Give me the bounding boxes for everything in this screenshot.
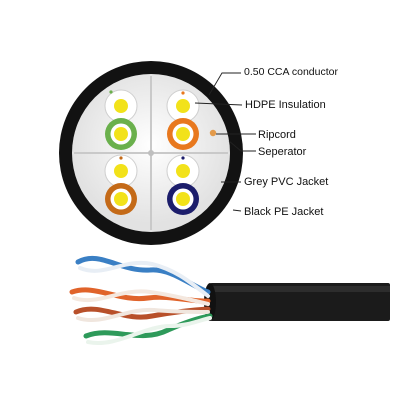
label-ripcord: Ripcord xyxy=(258,129,296,141)
twisted-pair-orange xyxy=(166,89,200,150)
leader-lines xyxy=(194,72,256,212)
cable-cross-section xyxy=(59,61,243,245)
wire-green-pair xyxy=(83,313,213,346)
wire-blue-pair xyxy=(75,255,211,298)
twisted-pair-brown xyxy=(104,154,138,215)
cable-illustration xyxy=(69,255,390,346)
label-insulation: HDPE Insulation xyxy=(245,99,326,111)
twisted-pair-green xyxy=(104,89,138,150)
wire-brown-pair xyxy=(73,306,211,323)
label-conductor: 0.50 CCA conductor xyxy=(244,66,338,78)
wire-orange-pair xyxy=(69,287,211,306)
label-separator: Seperator xyxy=(258,146,307,158)
twisted-pair-blue xyxy=(166,154,200,215)
label-grey-jacket: Grey PVC Jacket xyxy=(244,176,329,188)
ripcord xyxy=(209,129,217,137)
label-black-jacket: Black PE Jacket xyxy=(244,206,324,218)
